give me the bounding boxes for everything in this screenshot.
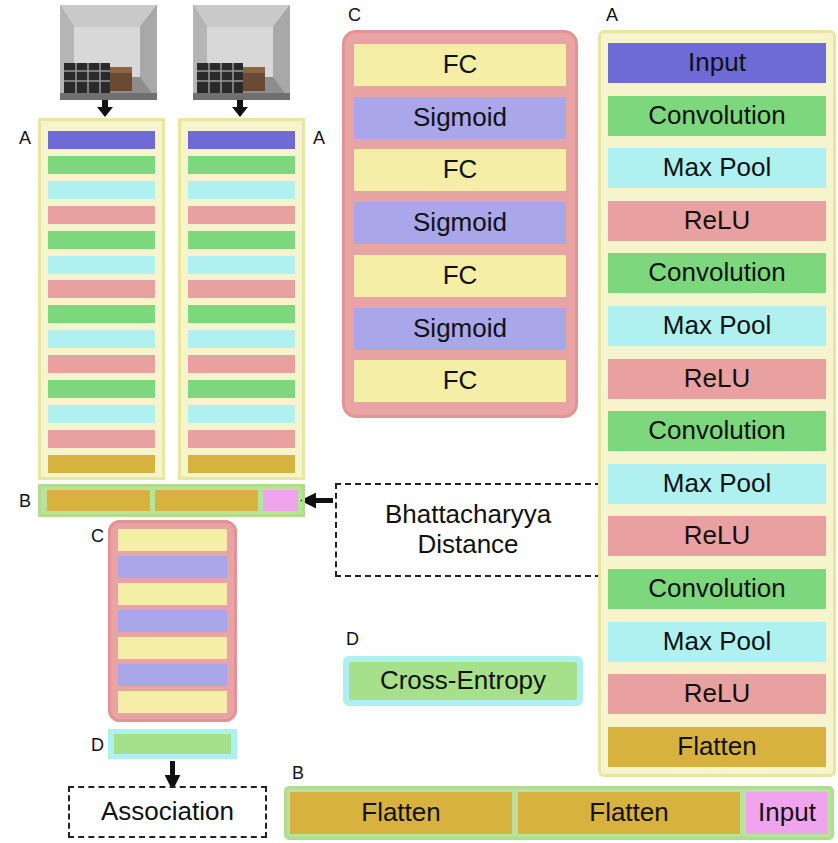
fc-bar [118, 637, 227, 659]
layer-label: Input [682, 48, 752, 78]
layer-label: Convolution [642, 101, 791, 131]
panel-fill [108, 729, 237, 759]
sigmoid-bar [118, 610, 227, 632]
feed-arrow-stem [102, 100, 108, 108]
concat-legend-band: BFlattenFlattenInput [284, 786, 834, 840]
panel-letter: B [19, 492, 31, 510]
sigmoid-bar [118, 664, 227, 686]
encoder-bars [38, 118, 165, 480]
layer-box: ReLU [608, 201, 826, 241]
layer-box: Cross-Entropy [349, 662, 577, 700]
classifier-panel: C [108, 520, 237, 722]
layer-label: FC [437, 50, 484, 80]
layer-label: ReLU [678, 679, 756, 709]
panel-letter: A [19, 129, 31, 147]
panel-letter: B [292, 764, 304, 782]
layer-box: ReLU [608, 516, 826, 556]
feed-arrow-head [232, 107, 248, 117]
layer-label: Association [95, 797, 240, 827]
panel-fill [108, 520, 237, 722]
panel-letter: A [313, 129, 325, 147]
fc-bar [118, 691, 227, 713]
flatten-bar [155, 490, 258, 511]
input-note-box: Bhattacharyya Distance [335, 483, 601, 577]
layer-box: Max Pool [608, 306, 826, 346]
layer-box: Input [608, 43, 826, 83]
panel-letter: C [348, 6, 361, 24]
encoder-bars [178, 118, 305, 480]
layer-box: Input [746, 792, 828, 834]
sigmoid-bar [118, 556, 227, 578]
layer-box: Sigmoid [354, 308, 566, 350]
input-image [193, 5, 290, 100]
layer-label: Convolution [642, 416, 791, 446]
concat-band: B [38, 484, 305, 517]
layer-box: Flatten [608, 727, 826, 767]
layer-label: FC [437, 366, 484, 396]
output-note-box: Association [68, 786, 267, 838]
layer-box: Flatten [518, 792, 740, 834]
layer-box: FC [354, 149, 566, 191]
layer-label: Max Pool [657, 153, 777, 183]
layer-label: Sigmoid [407, 103, 513, 133]
input-bar [263, 490, 298, 511]
layer-label: Sigmoid [407, 314, 513, 344]
fc-bar [118, 529, 227, 551]
layer-label: Flatten [583, 798, 675, 828]
layer-box: ReLU [608, 674, 826, 714]
layer-box: Max Pool [608, 148, 826, 188]
feed-arrow-head [97, 107, 113, 117]
layer-label: Max Pool [657, 311, 777, 341]
flatten-bar [47, 490, 150, 511]
loss-legend-panel: DCross-Entropy [343, 656, 583, 706]
encoder-panel: A [38, 118, 165, 480]
layer-box: Convolution [608, 411, 826, 451]
layer-label: ReLU [678, 364, 756, 394]
encoder-panel: A [178, 118, 305, 480]
panel-fill [38, 484, 305, 517]
encoder-legend-panel: AInputConvolutionMax PoolReLUConvolution… [598, 30, 836, 777]
layer-label: Input [752, 798, 822, 828]
layer-box: Convolution [608, 96, 826, 136]
cross-entropy-bar [114, 734, 231, 754]
layer-label: ReLU [678, 206, 756, 236]
layer-label: Max Pool [657, 469, 777, 499]
layer-box: Convolution [608, 253, 826, 293]
layer-label: Max Pool [657, 627, 777, 657]
layer-box: FC [354, 360, 566, 402]
classifier-legend-panel: CFCSigmoidFCSigmoidFCSigmoidFC [342, 30, 578, 418]
layer-label: Flatten [355, 798, 447, 828]
panel-letter: D [91, 736, 104, 754]
panel-letter: A [606, 6, 618, 24]
layer-box: Sigmoid [354, 202, 566, 244]
layer-box: ReLU [608, 359, 826, 399]
layer-label: FC [437, 155, 484, 185]
layer-box: Max Pool [608, 464, 826, 504]
layer-box: FC [354, 255, 566, 297]
layer-box: Sigmoid [354, 97, 566, 139]
layer-box: Max Pool [608, 622, 826, 662]
flow-arrow [313, 498, 333, 503]
layer-box: FC [354, 44, 566, 86]
layer-label: Convolution [642, 574, 791, 604]
flow-arrow [170, 761, 175, 778]
layer-label: FC [437, 261, 484, 291]
layer-label: Cross-Entropy [374, 666, 552, 696]
layer-box: Flatten [290, 792, 512, 834]
feed-arrow-stem [237, 100, 243, 108]
input-image [60, 5, 157, 100]
loss-panel: D [108, 729, 237, 759]
layer-label: Bhattacharyya Distance [337, 500, 599, 560]
layer-label: Flatten [671, 732, 763, 762]
panel-letter: C [91, 527, 104, 545]
layer-label: Convolution [642, 258, 791, 288]
fc-bar [118, 583, 227, 605]
layer-label: ReLU [678, 521, 756, 551]
layer-box: Convolution [608, 569, 826, 609]
panel-letter: D [346, 630, 359, 648]
layer-label: Sigmoid [407, 208, 513, 238]
